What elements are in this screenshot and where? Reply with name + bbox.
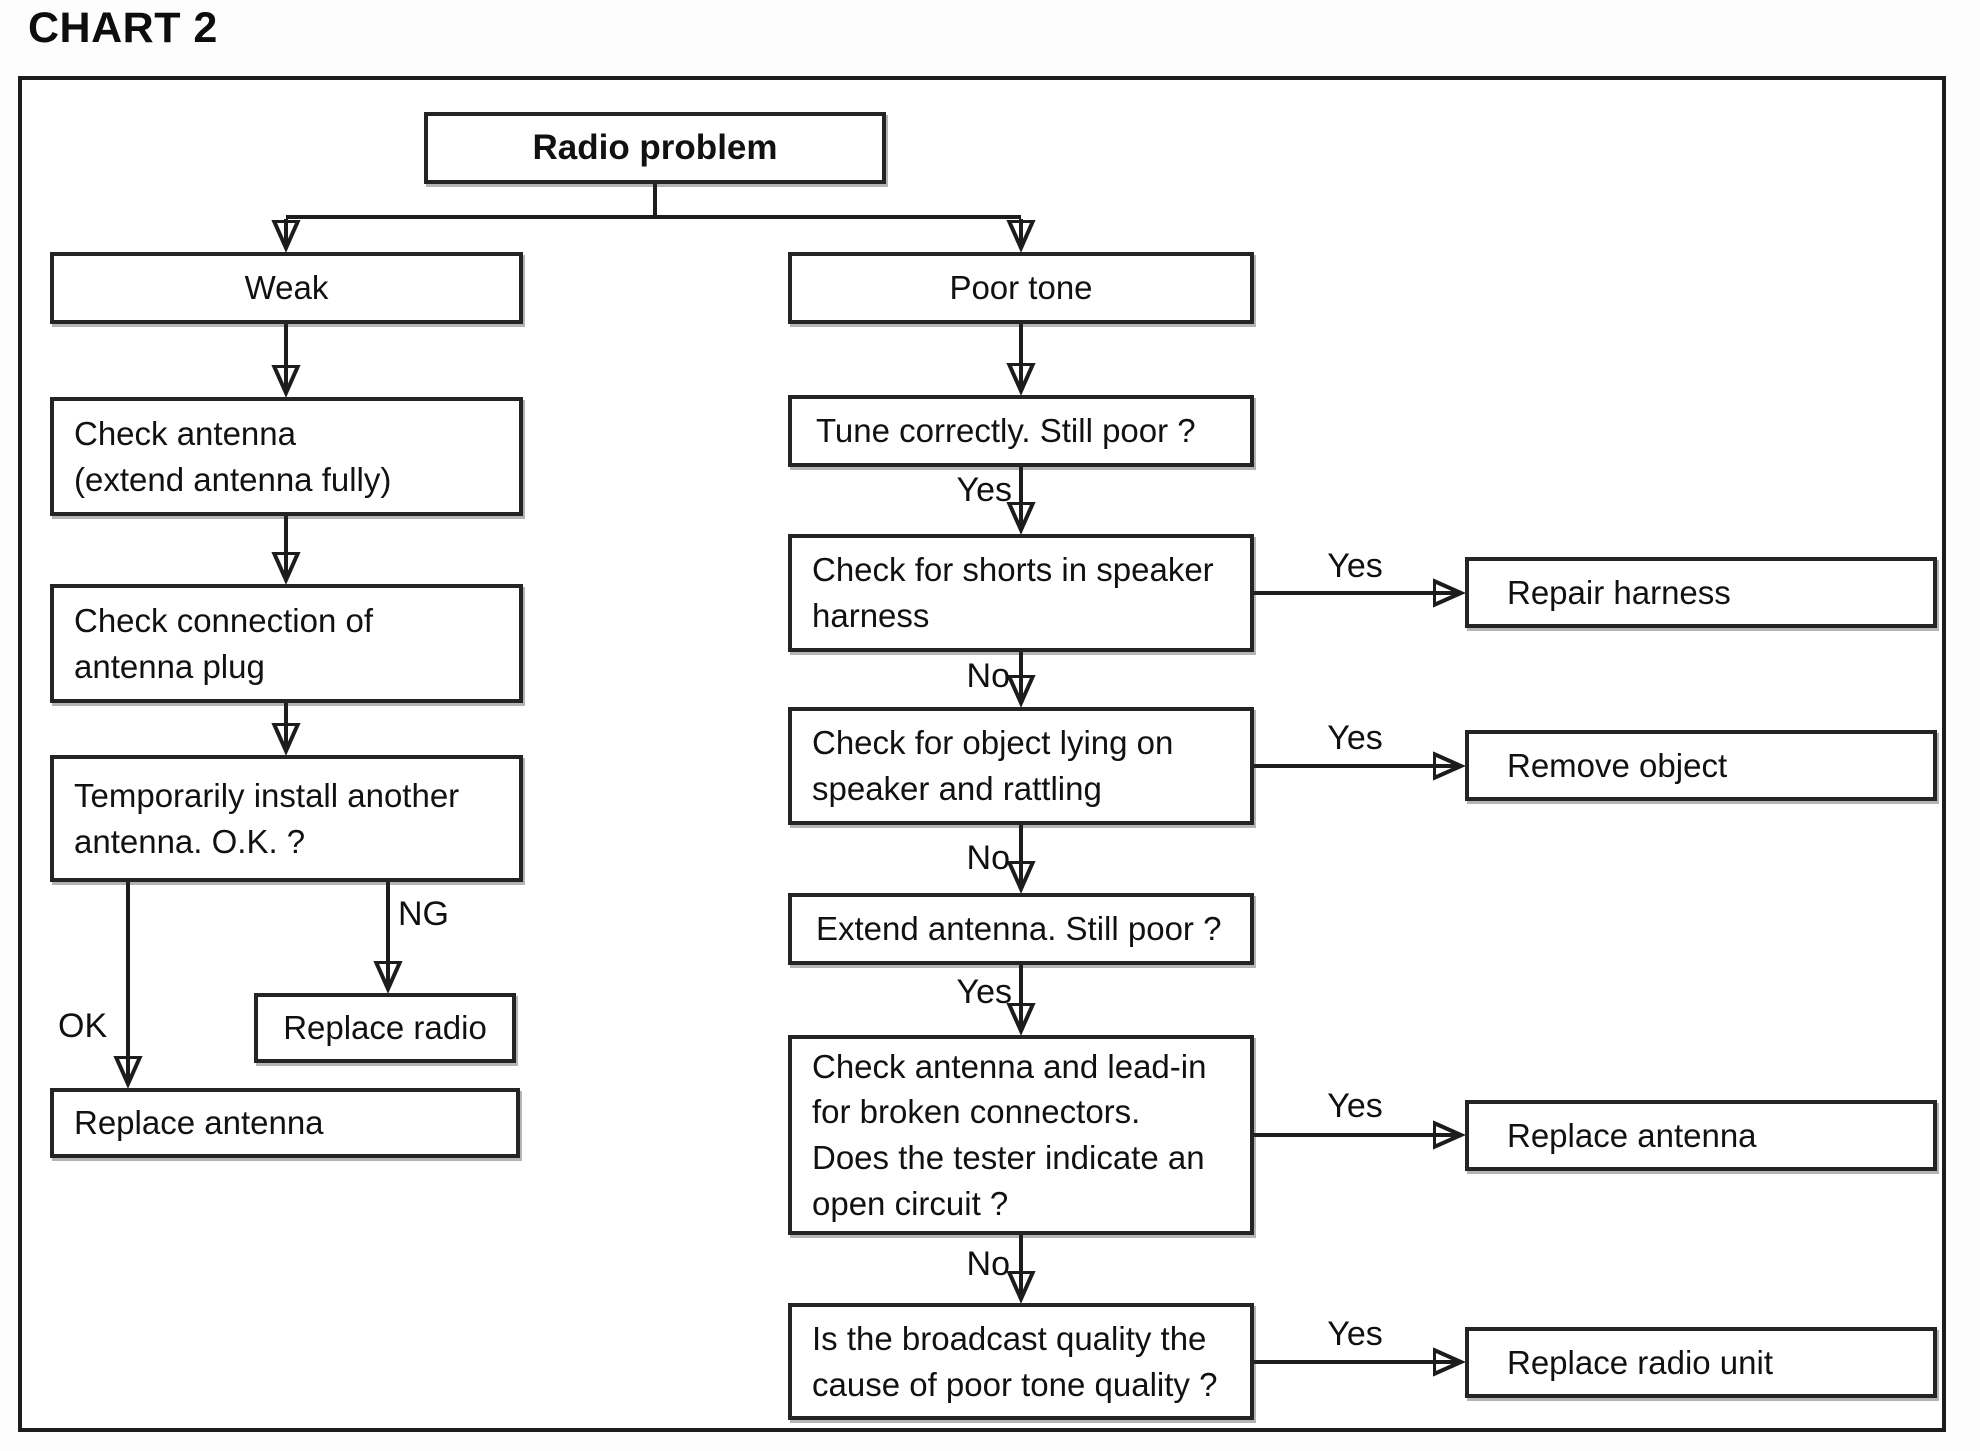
node-radio-problem-label: Radio problem — [532, 127, 778, 167]
node-replace-radio: Replace radio — [254, 993, 516, 1063]
chart-title: CHART 2 — [28, 4, 218, 52]
node-check-object: Check for object lying on speaker and ra… — [788, 707, 1254, 825]
node-check-antenna-label: Check antenna (extend antenna fully) — [74, 414, 392, 498]
node-check-object-label: Check for object lying on speaker and ra… — [812, 724, 1174, 807]
node-check-shorts-label: Check for shorts in speaker harness — [812, 551, 1214, 634]
edge-label-broadcast-yes: Yes — [1327, 1315, 1383, 1353]
node-check-shorts: Check for shorts in speaker harness — [788, 534, 1254, 652]
node-replace-antenna-left: Replace antenna — [50, 1088, 520, 1158]
node-weak: Weak — [50, 252, 523, 324]
node-radio-problem: Radio problem — [424, 112, 886, 184]
edge-label-object-yes: Yes — [1327, 719, 1383, 757]
edge-label-shorts-yes: Yes — [1327, 547, 1383, 585]
node-check-antenna: Check antenna (extend antenna fully) — [50, 397, 523, 516]
node-temp-install-label: Temporarily install another antenna. O.K… — [74, 776, 460, 860]
node-poor-tone: Poor tone — [788, 252, 1254, 324]
node-check-connection: Check connection of antenna plug — [50, 584, 523, 703]
edge-label-leadin-yes: Yes — [1327, 1087, 1383, 1125]
node-temp-install: Temporarily install another antenna. O.K… — [50, 755, 523, 882]
edge-label-extend-yes: Yes — [956, 973, 1012, 1011]
node-poor-tone-label: Poor tone — [949, 269, 1093, 307]
node-check-connection-label: Check connection of antenna plug — [74, 601, 374, 685]
node-remove-object: Remove object — [1465, 730, 1937, 801]
node-replace-antenna-left-label: Replace antenna — [74, 1104, 324, 1142]
node-replace-antenna-right-label: Replace antenna — [1507, 1116, 1757, 1154]
node-extend-antenna-label: Extend antenna. Still poor ? — [816, 910, 1222, 948]
edge-label-leadin-no: No — [966, 1245, 1010, 1283]
node-tune-correctly: Tune correctly. Still poor ? — [788, 395, 1254, 467]
node-replace-antenna-right: Replace antenna — [1465, 1100, 1937, 1171]
node-replace-radio-unit-label: Replace radio unit — [1507, 1343, 1773, 1381]
node-broadcast-quality: Is the broadcast quality the cause of po… — [788, 1303, 1254, 1420]
node-replace-radio-label: Replace radio — [283, 1009, 487, 1047]
node-repair-harness: Repair harness — [1465, 557, 1937, 628]
node-repair-harness-label: Repair harness — [1507, 573, 1731, 611]
edge-label-tune-yes: Yes — [956, 471, 1012, 509]
node-extend-antenna: Extend antenna. Still poor ? — [788, 893, 1254, 965]
node-remove-object-label: Remove object — [1507, 746, 1728, 784]
node-check-leadin-label: Check antenna and lead-in for broken con… — [812, 1047, 1207, 1222]
node-check-leadin: Check antenna and lead-in for broken con… — [788, 1035, 1254, 1235]
node-tune-correctly-label: Tune correctly. Still poor ? — [816, 412, 1196, 450]
node-replace-radio-unit: Replace radio unit — [1465, 1327, 1937, 1398]
edge-label-object-no: No — [966, 839, 1010, 877]
node-broadcast-quality-label: Is the broadcast quality the cause of po… — [812, 1319, 1218, 1403]
node-weak-label: Weak — [244, 269, 329, 307]
edge-label-ng: NG — [398, 895, 449, 933]
edge-label-ok: OK — [58, 1007, 108, 1045]
edge-label-shorts-no: No — [966, 657, 1010, 695]
